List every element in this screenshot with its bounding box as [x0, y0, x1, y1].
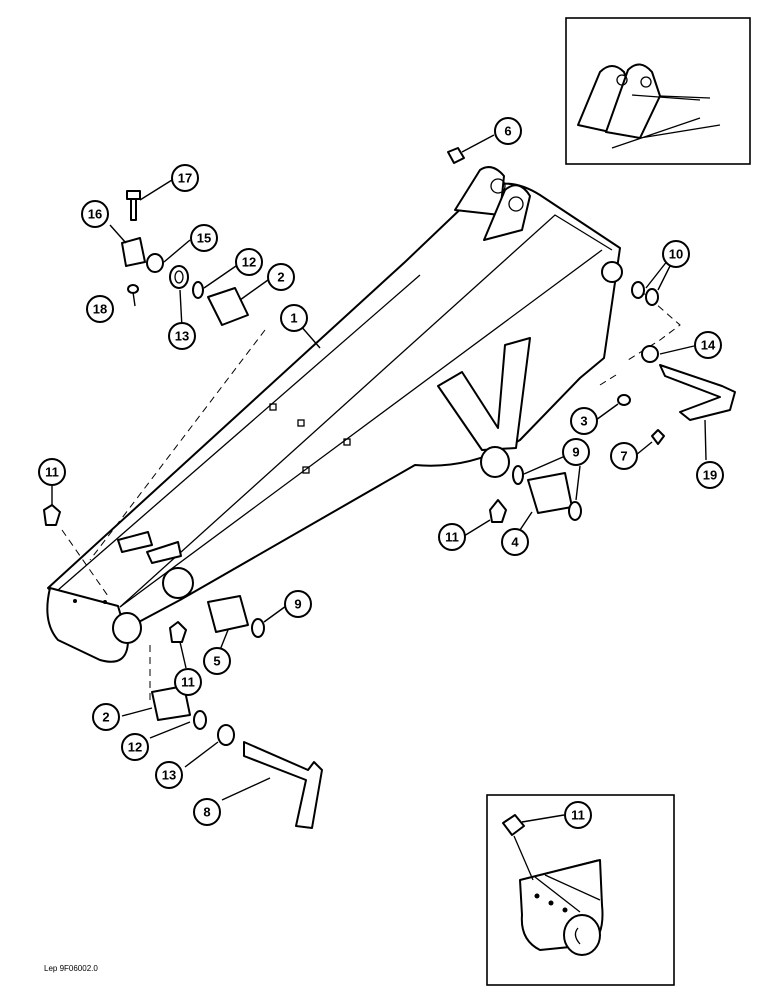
- svg-text:1: 1: [290, 311, 297, 326]
- callout-13-top: 13: [168, 322, 196, 350]
- callout-17: 17: [171, 164, 199, 192]
- alignment-lines: [61, 289, 681, 700]
- callout-16: 16: [81, 200, 109, 228]
- callout-8: 8: [193, 798, 221, 826]
- callout-2-bottom: 2: [92, 703, 120, 731]
- callout-3: 3: [570, 407, 598, 435]
- svg-text:17: 17: [178, 171, 192, 186]
- svg-text:4: 4: [511, 535, 519, 550]
- callout-4: 4: [501, 528, 529, 556]
- svg-text:11: 11: [45, 465, 59, 480]
- svg-text:8: 8: [203, 805, 210, 820]
- callout-11-center: 11: [174, 668, 202, 696]
- callout-5: 5: [203, 647, 231, 675]
- callout-12-top: 12: [235, 248, 263, 276]
- svg-text:13: 13: [175, 329, 189, 344]
- svg-text:14: 14: [701, 338, 716, 353]
- svg-text:2: 2: [102, 710, 109, 725]
- svg-text:15: 15: [197, 231, 211, 246]
- svg-text:12: 12: [128, 740, 142, 755]
- svg-text:2: 2: [277, 270, 284, 285]
- svg-text:6: 6: [504, 124, 511, 139]
- svg-text:5: 5: [213, 654, 220, 669]
- inset-detail-bottom: [486, 794, 675, 986]
- callout-9-center: 9: [284, 590, 312, 618]
- callout-12-bottom: 12: [121, 733, 149, 761]
- callout-18: 18: [86, 295, 114, 323]
- callout-6: 6: [494, 117, 522, 145]
- boom-assembly: [46, 166, 623, 663]
- callout-2-top: 2: [267, 263, 295, 291]
- svg-text:11: 11: [181, 675, 195, 690]
- callout-7: 7: [610, 442, 638, 470]
- svg-text:11: 11: [571, 808, 585, 823]
- svg-text:11: 11: [445, 530, 459, 545]
- svg-text:10: 10: [669, 247, 683, 262]
- inset-detail-top: [565, 17, 751, 165]
- callout-1: 1: [280, 304, 308, 332]
- callout-11-right: 11: [438, 523, 466, 551]
- callout-19: 19: [696, 461, 724, 489]
- callout-15: 15: [190, 224, 218, 252]
- svg-text:12: 12: [242, 255, 256, 270]
- callout-10: 10: [662, 240, 690, 268]
- svg-text:16: 16: [88, 207, 102, 222]
- svg-text:3: 3: [580, 414, 587, 429]
- callout-13-bottom: 13: [155, 761, 183, 789]
- callouts: 6 17 16 15 12 2 18 13 1 10 14 3 7 19 9 1…: [38, 117, 724, 829]
- parts-small: [43, 147, 736, 829]
- svg-text:19: 19: [703, 468, 717, 483]
- leader-lines: [51, 134, 707, 823]
- svg-text:7: 7: [620, 449, 627, 464]
- callout-9-right: 9: [562, 438, 590, 466]
- svg-text:9: 9: [294, 597, 301, 612]
- callout-11-inset: 11: [564, 801, 592, 829]
- callout-14: 14: [694, 331, 722, 359]
- svg-text:18: 18: [93, 302, 107, 317]
- svg-text:9: 9: [572, 445, 579, 460]
- svg-text:13: 13: [162, 768, 176, 783]
- figure-reference-code: Lep 9F06002.0: [44, 964, 98, 973]
- callout-11-left: 11: [38, 458, 66, 486]
